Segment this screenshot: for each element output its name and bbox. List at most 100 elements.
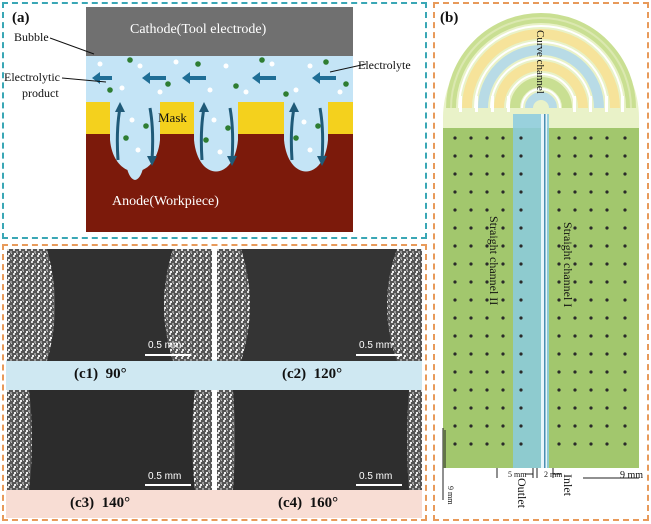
pillar-dot xyxy=(557,406,561,410)
pillar-dot xyxy=(589,190,593,194)
pillar-dot xyxy=(501,352,505,356)
pillar-dot xyxy=(453,226,457,230)
pillar-dot xyxy=(469,136,473,140)
pillar-dot xyxy=(519,406,523,410)
pillar-dot xyxy=(501,334,505,338)
pillar-dot xyxy=(501,262,505,266)
pillar-dot xyxy=(573,316,577,320)
pillar-dot xyxy=(573,136,577,140)
pillar-dot xyxy=(453,316,457,320)
pillar-dot xyxy=(605,226,609,230)
pillar-dot xyxy=(573,280,577,284)
pillar-dot xyxy=(485,406,489,410)
pillar-dot xyxy=(501,298,505,302)
pillar-dot xyxy=(453,424,457,428)
pillar-dot xyxy=(519,316,523,320)
pillar-dot xyxy=(501,208,505,212)
pillar-dot xyxy=(469,370,473,374)
pillar-dot xyxy=(589,352,593,356)
pillar-dot xyxy=(485,244,489,248)
panel-c-frame xyxy=(2,244,427,521)
scale-bar xyxy=(145,354,191,356)
panel-a-tag: (a) xyxy=(12,10,30,26)
pillar-dot xyxy=(501,154,505,158)
pillar-dot xyxy=(485,208,489,212)
pillar-dot xyxy=(485,334,489,338)
pillar-dot xyxy=(589,316,593,320)
pillar-dot xyxy=(589,298,593,302)
dim-2mm-label: 2 mm xyxy=(544,470,563,479)
pillar-dot xyxy=(557,388,561,392)
pillar-dot xyxy=(623,262,627,266)
pillar-dot xyxy=(589,406,593,410)
caption-id: (c3) xyxy=(70,495,95,511)
inlet-label: Inlet xyxy=(561,474,575,496)
micrograph-c2 xyxy=(217,249,422,361)
pillar-dot xyxy=(573,388,577,392)
pillar-dot xyxy=(557,262,561,266)
pillar-dot xyxy=(519,442,523,446)
pillar-dot xyxy=(453,352,457,356)
panel-b-tag: (b) xyxy=(440,10,459,26)
pillar-dot xyxy=(623,316,627,320)
pillar-dot xyxy=(485,316,489,320)
pillar-dot xyxy=(469,298,473,302)
pillar-dot xyxy=(485,172,489,176)
pillar-dot xyxy=(501,226,505,230)
mask-block xyxy=(328,102,353,134)
pillar-dot xyxy=(623,424,627,428)
cavity xyxy=(194,102,238,172)
pillar-dot xyxy=(573,262,577,266)
caption-strip-bottom xyxy=(6,490,422,518)
pillar-dot xyxy=(453,262,457,266)
caption-angle: 90° xyxy=(105,366,127,382)
pillar-dot xyxy=(485,352,489,356)
pillar-dot xyxy=(573,406,577,410)
pillar-dot xyxy=(605,172,609,176)
pillar-dot xyxy=(589,244,593,248)
pillar-dot xyxy=(557,352,561,356)
pillar-dot xyxy=(519,370,523,374)
pillar-dot xyxy=(501,244,505,248)
pillar-dot xyxy=(469,190,473,194)
pillar-dot xyxy=(573,370,577,374)
pillar-dot xyxy=(453,172,457,176)
cathode-label: Cathode(Tool electrode) xyxy=(130,22,267,37)
pillar-dot xyxy=(605,208,609,212)
pillar-dot xyxy=(589,154,593,158)
pillar-dot xyxy=(469,388,473,392)
caption-id: (c1) xyxy=(74,366,99,382)
pillar-dot xyxy=(453,190,457,194)
pillar-dot xyxy=(573,442,577,446)
pillar-dot xyxy=(453,442,457,446)
pillar-dot xyxy=(623,208,627,212)
pillar-dot xyxy=(605,280,609,284)
pillar-dot xyxy=(589,136,593,140)
pillar-dot xyxy=(469,424,473,428)
straight-channel-2-label: Straight channel II xyxy=(487,216,501,306)
pillar-dot xyxy=(557,424,561,428)
pillar-dot xyxy=(485,424,489,428)
pillar-dot xyxy=(469,352,473,356)
cavity xyxy=(110,102,160,172)
pillar-dot xyxy=(557,172,561,176)
pillar-dot xyxy=(453,154,457,158)
pillar-dot xyxy=(453,280,457,284)
dim-9mm-left-label: 9 mm xyxy=(446,486,455,505)
pillar-dot xyxy=(469,406,473,410)
pillar-dot xyxy=(573,352,577,356)
pillar-dot xyxy=(469,280,473,284)
mask-block xyxy=(238,102,284,134)
pillar-dot xyxy=(623,334,627,338)
electrolytic-product-label-2: product xyxy=(22,86,59,100)
panel-a-frame xyxy=(2,2,427,239)
pillar-dot xyxy=(557,442,561,446)
pillar-dot xyxy=(573,298,577,302)
pillar-dot xyxy=(453,136,457,140)
pillar-dot xyxy=(605,316,609,320)
pillar-dot xyxy=(589,172,593,176)
caption-c4: (c4) 160° xyxy=(278,495,338,512)
caption-c3: (c3) 140° xyxy=(70,495,130,512)
scale-label: 0.5 mm xyxy=(359,340,393,351)
pillar-dot xyxy=(519,424,523,428)
